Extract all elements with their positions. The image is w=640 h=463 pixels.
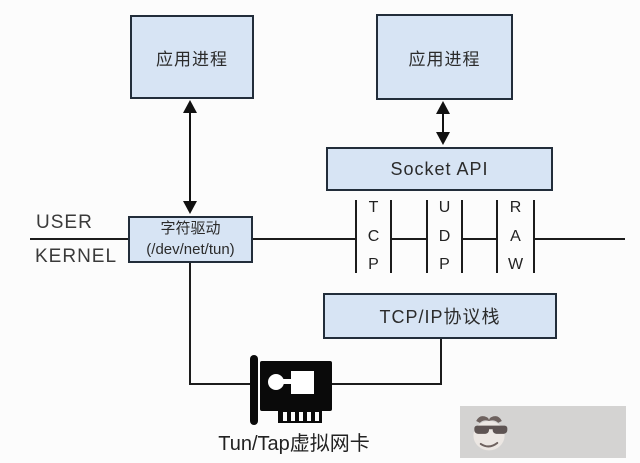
char-driver-label-line2: (/dev/net/tun)	[146, 240, 235, 258]
protocol-letter: P	[439, 256, 450, 273]
connector-driver-to-nic	[189, 263, 191, 385]
monkey-sunglasses-emoji-icon	[473, 416, 508, 451]
kernel-space-label: KERNEL	[35, 246, 118, 267]
app-process-right-label: 应用进程	[408, 49, 481, 69]
user-kernel-divider-segment	[392, 238, 426, 240]
protocol-slot-bar	[355, 200, 357, 273]
protocol-slot-bar	[461, 200, 463, 273]
app-process-box-right: 应用进程	[376, 14, 513, 100]
arrow-app1-driver	[189, 110, 191, 205]
socket-api-label: Socket API	[390, 158, 489, 179]
protocol-label-tcp: T C P	[357, 200, 390, 273]
network-interface-card-icon	[245, 350, 345, 435]
app-process-left-label: 应用进程	[156, 49, 228, 69]
tcpip-stack-label: TCP/IP协议栈	[379, 307, 501, 327]
arrowhead-up-icon	[436, 101, 450, 114]
char-driver-label-line1: 字符驱动	[160, 220, 221, 238]
protocol-letter: T	[368, 199, 379, 216]
arrowhead-down-icon	[183, 201, 197, 214]
char-driver-box: 字符驱动 (/dev/net/tun)	[128, 216, 253, 263]
protocol-slot-bar	[426, 200, 428, 273]
user-kernel-divider-segment	[253, 238, 355, 240]
arrowhead-down-icon	[436, 132, 450, 145]
arrowhead-up-icon	[183, 100, 197, 113]
protocol-label-raw: R A W	[498, 200, 533, 273]
arrow-app2-socket	[442, 110, 444, 136]
user-kernel-divider-segment	[535, 238, 625, 240]
user-kernel-divider-segment	[30, 238, 128, 240]
connector-stack-to-nic	[330, 383, 442, 385]
protocol-label-udp: U D P	[428, 200, 461, 273]
watermark-band	[460, 406, 626, 458]
protocol-slot-bar	[496, 200, 498, 273]
protocol-letter: D	[438, 227, 451, 245]
user-space-label: USER	[36, 212, 93, 233]
protocol-letter: P	[368, 256, 379, 273]
connector-stack-to-nic	[440, 339, 442, 385]
protocol-letter: A	[510, 227, 521, 245]
tcpip-stack-box: TCP/IP协议栈	[323, 293, 557, 339]
protocol-letter: U	[438, 199, 451, 216]
protocol-slot-bar	[533, 200, 535, 273]
connector-driver-to-nic	[189, 383, 251, 385]
protocol-letter: R	[509, 199, 522, 216]
protocol-slot-bar	[390, 200, 392, 273]
protocol-letter: C	[367, 227, 380, 245]
socket-api-box: Socket API	[326, 147, 553, 191]
user-kernel-divider-segment	[463, 238, 496, 240]
nic-caption: Tun/Tap虚拟网卡	[218, 433, 370, 455]
protocol-letter: W	[507, 256, 524, 273]
app-process-box-left: 应用进程	[130, 15, 254, 99]
